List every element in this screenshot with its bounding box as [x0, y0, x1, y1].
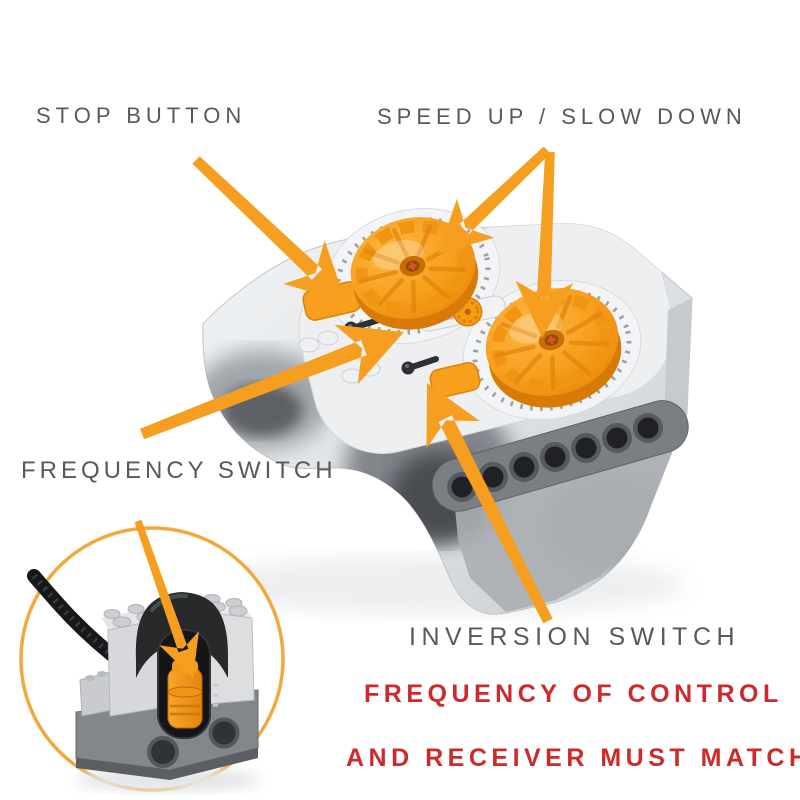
dial-ridge: [416, 224, 433, 257]
warning-text-line1: FREQUENCY OF CONTROL: [364, 680, 783, 708]
dial-ridge: [422, 275, 450, 299]
inversion-switch-label: INVERSION SWITCH: [409, 623, 741, 651]
dial-ridge: [562, 350, 592, 376]
pin-holes: [447, 413, 663, 502]
speed-dial-right: [485, 288, 622, 408]
base-pin-holes: [147, 717, 240, 768]
arrow-frequency: [140, 324, 404, 440]
dial-ridge: [550, 355, 556, 391]
arrow-inversion: [426, 383, 553, 624]
speed-control-label: SPEED UP / SLOW DOWN: [377, 104, 747, 129]
warning-text-line2: AND RECEIVER MUST MATCH: [346, 744, 800, 772]
dial-ridge: [500, 321, 538, 339]
ir-receiver: [75, 592, 259, 780]
dial-ridge: [359, 270, 398, 284]
inversion-button: [429, 362, 481, 398]
dial-ridge: [377, 277, 405, 307]
dial-ridge: [411, 279, 417, 313]
dial-ridge: [565, 311, 603, 335]
arrow-speed-left: [438, 146, 551, 254]
frequency-switch-label: FREQUENCY SWITCH: [21, 457, 337, 484]
dial-ridge: [555, 294, 573, 330]
annotation-arrows: [134, 146, 574, 678]
dial-ridge: [428, 266, 468, 273]
arrow-stop-button: [192, 156, 346, 302]
deck-studs: [298, 330, 381, 384]
dial-ridge: [364, 249, 400, 265]
dial-ridge: [391, 228, 409, 258]
arrow-speed-right: [515, 151, 574, 338]
technic-beam: [431, 400, 689, 512]
inversion-toggle-lever: [401, 356, 439, 375]
receiver-cable: [27, 569, 119, 662]
arrow-receiver-switch: [134, 519, 199, 678]
dial-ridge: [514, 352, 543, 384]
dial-ridge: [494, 344, 536, 358]
dial-ridge: [568, 340, 610, 347]
stop-button-label: STOP BUTTON: [36, 103, 247, 128]
